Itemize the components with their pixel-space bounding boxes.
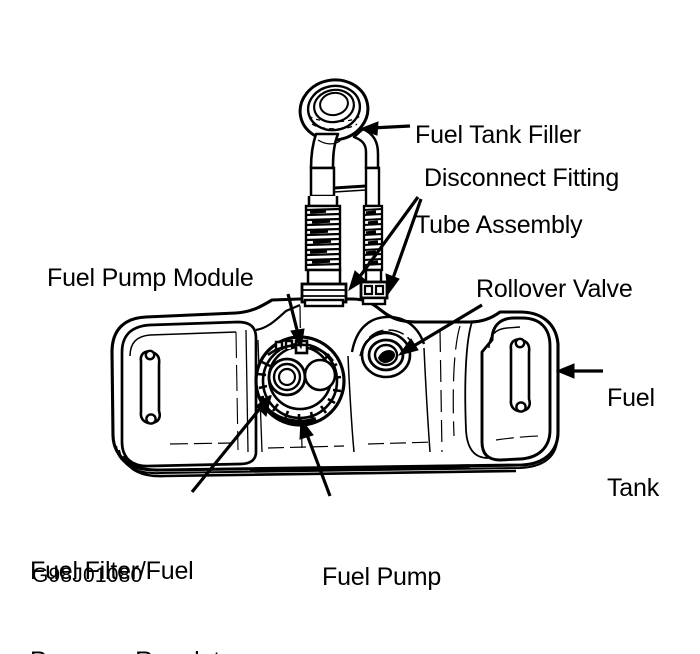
label-fuel-tank: Fuel Tank	[607, 323, 659, 563]
label-fuel-tank-line1: Fuel	[607, 384, 655, 412]
label-disconnect-fitting: Disconnect Fitting	[424, 164, 620, 192]
filler-neck-opening	[298, 78, 370, 142]
disconnect-fitting-main	[300, 282, 348, 308]
callout-arrows	[190, 121, 603, 497]
label-filler-line2: Tube Assembly	[415, 211, 583, 239]
label-fuel-filter-line2: Pressure Regulator	[30, 646, 242, 654]
label-fuel-pump-module-lock-nut: Fuel Pump Module Lock Nut	[322, 502, 507, 654]
fuel-filter-pressure-regulator	[267, 357, 307, 397]
rollover-valve-assembly	[360, 330, 412, 379]
fuel-tank-filler-tube-assembly	[298, 78, 389, 308]
arrow-filler-tube	[358, 121, 411, 136]
disconnect-fitting-vent	[359, 280, 389, 306]
arrow-disconnect-fitting-2	[385, 198, 423, 296]
label-filler-line1: Fuel Tank Filler	[415, 121, 581, 149]
arrow-fuel-tank	[555, 363, 603, 379]
label-fuel-tank-filler-tube-assembly: Fuel Tank Filler Tube Assembly	[415, 60, 583, 300]
figure-id-code: G98J01080	[32, 564, 143, 587]
main-filler-tube	[304, 204, 342, 272]
label-fuel-pump-module: Fuel Pump Module	[47, 264, 254, 292]
arrow-fuel-filter	[190, 394, 272, 494]
label-fuel-filter-line1: Fuel Filter/Fuel	[30, 557, 194, 585]
label-fuel-filter-pressure-regulator: Fuel Filter/Fuel Pressure Regulator	[30, 496, 242, 654]
arrow-lock-nut	[299, 417, 332, 497]
arrow-disconnect-fitting-1	[348, 196, 420, 292]
fuel-pump-module-assembly	[254, 335, 346, 427]
right-strap-loop	[509, 337, 532, 413]
arrow-rollover-valve	[397, 303, 483, 356]
label-fuel-tank-line2: Tank	[607, 474, 660, 502]
arrow-fuel-pump-module	[286, 293, 305, 350]
left-strap-loop	[139, 349, 162, 425]
label-rollover-valve: Rollover Valve	[476, 275, 633, 303]
label-lock-nut-line1: Fuel Pump	[322, 563, 442, 591]
